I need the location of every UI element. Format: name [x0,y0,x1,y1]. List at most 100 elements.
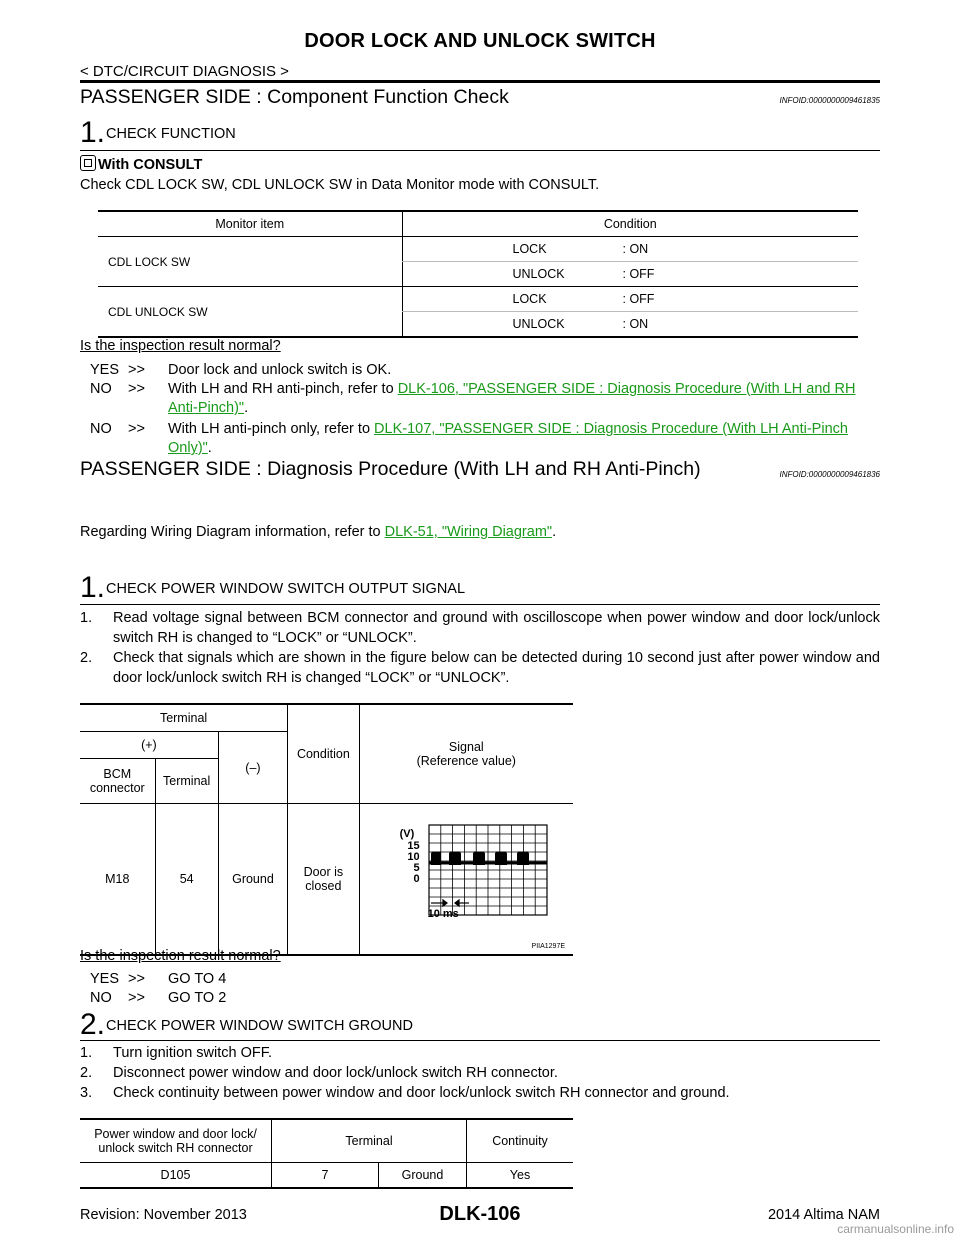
scope-tick: 5 [413,862,420,874]
page-title: DOOR LOCK AND UNLOCK SWITCH [304,30,656,52]
section-heading-component-check: PASSENGER SIDE : Component Function Chec… [80,86,509,109]
table-row: CDL UNLOCK SW LOCK : OFF [98,286,858,319]
condition-state: UNLOCK [512,317,565,331]
answer-arrow: >> [128,381,145,397]
scope-unit: (V) [399,828,415,840]
step-number: 1. [80,571,106,604]
answer-no: NO>> With LH anti-pinch only, refer to D… [90,420,880,458]
answer-after: . [244,400,249,416]
link-dlk-51[interactable]: DLK-51, "Wiring Diagram" [384,524,553,540]
answer-key: NO [90,990,112,1006]
link-dlk-106[interactable]: DLK-106, "PASSENGER SIDE : Diagnosis Pro… [168,381,856,416]
table-header-row: Monitor item Condition [98,211,858,237]
scope-tick: 15 [407,840,420,852]
step-heading: 1.CHECK FUNCTION [80,116,236,150]
step-number: 1. [80,116,106,149]
scope-tick: 0 [413,873,420,885]
section-heading-diagnosis-procedure: PASSENGER SIDE : Diagnosis Procedure (Wi… [80,458,701,480]
answer-text: With LH and RH anti-pinch, refer to [168,381,398,397]
inspection-question: Is the inspection result normal? [80,338,281,354]
section-heading-text: PASSENGER SIDE : Component Function Chec… [80,86,509,108]
continuity-table: Power window and door lock/ unlock switc… [80,1118,573,1189]
scope-timebase: 10 ms [427,908,459,920]
answer-yes: YES >> Door lock and unlock switch is OK. [90,361,880,380]
list-item: 2.Check that signals which are shown in … [80,650,880,686]
condition-cell: UNLOCK : ON [401,311,858,337]
answer-key: NO [90,421,112,437]
infoid: INFOID:0000000009461835 [779,96,880,105]
column-header: Power window and door lock/ unlock switc… [80,1119,272,1163]
continuity-cell: Yes [466,1162,573,1188]
consult-icon [80,155,96,171]
answer-arrow: >> [128,971,145,987]
wiring-text: Regarding Wiring Diagram information, re… [80,524,385,540]
condition-value: : ON [622,242,649,256]
step-number: 2. [80,1008,106,1041]
breadcrumb: < DTC/CIRCUIT DIAGNOSIS > [80,63,289,80]
answer-list: YES>>Door lock and unlock switch is OK. … [90,361,880,458]
scope-tick: 10 [407,851,420,863]
step-title: CHECK FUNCTION [106,126,236,142]
step-title: CHECK POWER WINDOW SWITCH GROUND [106,1018,413,1034]
list-item-text: Read voltage signal between BCM connecto… [113,610,880,646]
answer-text: Door lock and unlock switch is OK. [168,362,392,378]
procedure-list: 1.Turn ignition switch OFF. 2.Disconnect… [80,1043,880,1103]
list-item-text: Turn ignition switch OFF. [113,1045,273,1061]
column-header: Condition [401,211,858,237]
table-header-row: (+) (–) [80,731,573,804]
answer-yes: YES >> GO TO 4 [90,970,226,989]
condition-value: : OFF [622,292,655,306]
table-row: CDL LOCK SW LOCK: ON [98,236,858,287]
condition-cell: Door is closed [287,803,360,956]
condition-cell: LOCK : OFF [401,286,858,312]
table-header-row: Terminal Condition Signal (Reference val… [80,703,573,804]
column-header: (–) [217,731,289,804]
inspection-question: Is the inspection result normal? [80,948,281,964]
condition-state: LOCK [512,292,547,306]
link-dlk-107[interactable]: DLK-107, "PASSENGER SIDE : Diagnosis Pro… [168,421,848,456]
answer-body: With LH anti-pinch only, refer to DLK-10… [168,420,880,458]
column-header: Monitor item [98,211,402,237]
answer-key: YES [90,971,120,987]
wiring-diagram-ref: Regarding Wiring Diagram information, re… [80,522,556,542]
condition-value: : ON [622,317,649,331]
signal-table: Terminal Condition Signal (Reference val… [80,703,573,956]
step-title: CHECK POWER WINDOW SWITCH OUTPUT SIGNAL [106,581,466,597]
answer-after: . [207,440,212,456]
step-rule [80,150,880,151]
answer-arrow: >> [128,990,145,1006]
model-year: 2014 Altima NAM [767,1207,880,1223]
list-item-text: Check continuity between power window an… [113,1085,730,1101]
step-heading: 2.CHECK POWER WINDOW SWITCH GROUND [80,1008,413,1042]
figure-code: PIIA1297E [531,943,565,950]
answer-list: YES>>GO TO 4 NO>>GO TO 2 [90,970,226,1008]
ground-cell: Ground [217,803,289,956]
answer-key: YES [90,362,120,378]
page-number: DLK-106 [439,1203,521,1225]
condition-state: UNLOCK [512,267,565,281]
answer-arrow: >> [128,362,145,378]
terminal-cell: 54 [154,803,219,956]
answer-text: GO TO 4 [168,971,227,987]
infoid: INFOID:0000000009461836 [779,470,880,479]
monitor-item: CDL UNLOCK SW [108,304,208,319]
list-item-text: Disconnect power window and door lock/un… [113,1065,558,1081]
column-header: Continuity [466,1119,573,1163]
answer-no: NO>> With LH and RH anti-pinch, refer to… [90,380,880,418]
condition-value: : OFF [622,267,655,281]
monitor-table: Monitor item Condition CDL LOCK SW LOCK:… [98,210,858,338]
table-row: UNLOCK : OFF [98,261,858,287]
step-rule [80,604,880,605]
column-header: (+) [80,731,219,759]
column-header-signal: Signal (Reference value) [358,703,573,804]
table-header-row: BCM connector Terminal [80,758,573,804]
wiring-after: . [552,524,557,540]
table-row: UNLOCK : ON [98,311,858,337]
list-item: 1.Read voltage signal between BCM connec… [80,610,880,646]
list-item: 1.Turn ignition switch OFF. [80,1045,273,1061]
table-row: M18 54 Ground Door is closed [80,803,573,956]
condition-state: LOCK [512,242,547,256]
list-item: 2.Disconnect power window and door lock/… [80,1065,558,1081]
signal-label: Signal [448,740,484,754]
connector-cell: M18 [80,803,156,956]
